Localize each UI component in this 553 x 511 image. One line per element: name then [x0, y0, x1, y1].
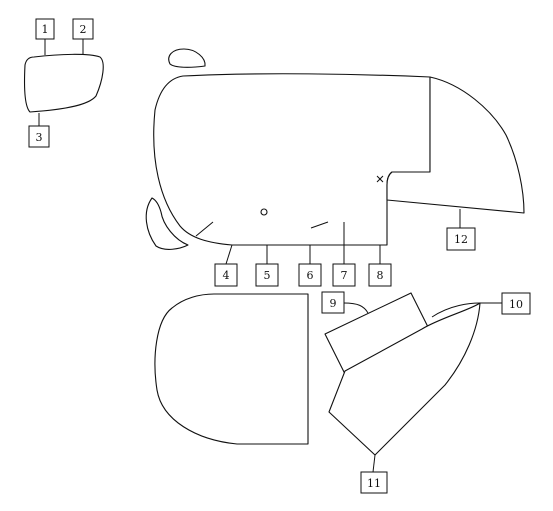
- callout-label: 10: [509, 298, 523, 311]
- callout-9: 9: [321, 291, 345, 314]
- main-body: [153, 73, 431, 246]
- callout-10: 10: [501, 292, 531, 315]
- callout-label: 7: [341, 269, 348, 282]
- leader-10: [431, 302, 502, 318]
- callout-label: 8: [377, 269, 384, 282]
- callout-label: 6: [307, 269, 314, 282]
- callout-12: 12: [446, 227, 476, 251]
- callout-label: 5: [264, 269, 271, 282]
- crescent-piece: [145, 197, 189, 250]
- right-wing: [386, 76, 525, 214]
- body-dart-left: [195, 221, 214, 237]
- callout-label: 4: [223, 269, 230, 282]
- body-dart-right: [310, 221, 329, 229]
- leader-4: [225, 244, 233, 265]
- callout-6: 6: [298, 263, 322, 287]
- body-hole: [260, 208, 268, 216]
- callout-4: 4: [214, 263, 238, 287]
- small-panel: [23, 53, 104, 113]
- leader-lines: [38, 39, 502, 473]
- small-oval: [168, 48, 206, 68]
- callout-3: 3: [28, 125, 50, 148]
- kite-piece: [328, 302, 481, 456]
- callout-2: 2: [72, 18, 94, 40]
- leader-11: [372, 454, 376, 473]
- callout-11: 11: [360, 471, 388, 494]
- leader-9: [343, 302, 369, 314]
- callout-1: 1: [35, 18, 55, 40]
- callout-7: 7: [332, 263, 356, 287]
- callout-8: 8: [368, 263, 392, 287]
- callout-label: 3: [36, 131, 43, 144]
- callout-label: 12: [454, 233, 468, 246]
- body-x-mark-b: [376, 175, 384, 183]
- large-d-piece: [154, 293, 309, 445]
- callout-5: 5: [255, 263, 279, 287]
- callout-label: 1: [42, 23, 49, 36]
- callout-label: 2: [80, 23, 87, 36]
- callout-label: 11: [367, 477, 381, 490]
- callout-label: 9: [330, 297, 337, 310]
